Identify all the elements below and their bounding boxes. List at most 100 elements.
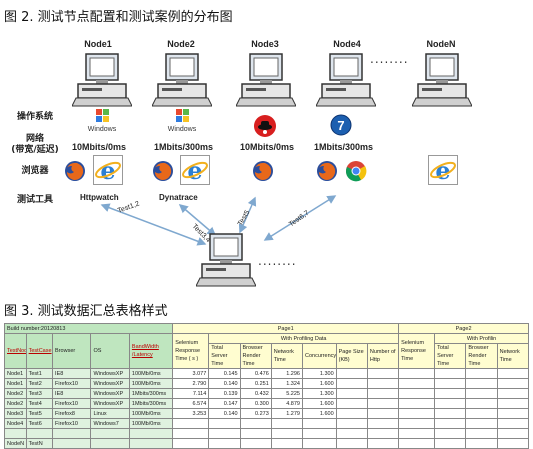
- table-cell: WindowsXP: [90, 378, 130, 389]
- empty-cell: [434, 428, 467, 439]
- empty-cell: [434, 408, 467, 419]
- empty-cell: [398, 408, 436, 419]
- table-cell: 3.077: [172, 368, 210, 379]
- table-cell: 100Mb/0ms: [128, 408, 174, 419]
- firefox-icon-node3: [253, 161, 273, 181]
- empty-cell: [398, 428, 436, 439]
- tool-node1: Httpwatch: [80, 193, 119, 202]
- empty-cell: [496, 428, 530, 439]
- table-cell: Node4: [4, 418, 27, 429]
- header-concurrency: Concurrency: [301, 343, 337, 369]
- empty-cell: [465, 368, 498, 379]
- table-cell: 100Mb/0ms: [128, 418, 174, 429]
- header-total-server-time: Total Server Time: [208, 343, 241, 369]
- table-cell: 100Mb/0ms: [128, 378, 174, 389]
- table-cell: 1.600: [301, 398, 337, 409]
- empty-cell: [366, 378, 400, 389]
- table-cell: [301, 438, 337, 449]
- table-cell: [90, 438, 130, 449]
- table-cell: Test2: [25, 378, 54, 389]
- table-cell: [208, 418, 241, 429]
- empty-cell: [398, 418, 436, 429]
- header-browser: Browser: [52, 333, 92, 369]
- header-with-profiling: With Profiling Data: [208, 333, 400, 344]
- empty-cell: [496, 438, 530, 449]
- table-cell: Firefox10: [52, 418, 92, 429]
- summary-table: Build number:20120813 Page1 Page2 TestNo…: [3, 323, 530, 449]
- table-cell: [172, 438, 210, 449]
- network-node2: 1Mbits/300ms: [154, 142, 214, 152]
- redhat-logo-icon: [254, 115, 276, 137]
- header-total-server-time-2: Total Server Time: [434, 343, 467, 369]
- empty-cell: [366, 438, 400, 449]
- empty-cell: [465, 438, 498, 449]
- header-with-profiling-2: With Profilin: [434, 333, 529, 344]
- network-node1: 10Mbits/0ms: [72, 142, 127, 152]
- empty-cell: [434, 368, 467, 379]
- empty-cell: [465, 398, 498, 409]
- table-cell: [128, 428, 174, 439]
- table-cell: 1Mbits/300ms: [128, 388, 174, 399]
- table-cell: 0.139: [208, 388, 241, 399]
- empty-cell: [496, 378, 530, 389]
- table-cell: Node2: [4, 398, 27, 409]
- row-label-tool: 测试工具: [16, 195, 53, 205]
- table-cell: Firefox8: [52, 408, 92, 419]
- table-cell: Node1: [4, 378, 27, 389]
- ie-icon-node1: e: [93, 155, 123, 185]
- header-selenium-time: Selenium Response Time ( s ): [172, 333, 210, 369]
- empty-cell: [335, 418, 368, 429]
- table-cell: Node3: [4, 408, 27, 419]
- page1-header: Page1: [172, 323, 400, 334]
- empty-cell: [434, 388, 467, 399]
- table-cell: 1.600: [301, 408, 337, 419]
- table-cell: [52, 438, 92, 449]
- table-row: [4, 428, 530, 439]
- table-cell: [239, 428, 272, 439]
- empty-cell: [366, 398, 400, 409]
- table-cell: [90, 428, 130, 439]
- row-label-network: 网络 (带宽/延迟): [11, 134, 59, 155]
- empty-cell: [434, 398, 467, 409]
- page2-header: Page2: [398, 323, 529, 334]
- table-cell: 0.145: [208, 368, 241, 379]
- table-cell: 0.476: [239, 368, 272, 379]
- ellipsis-dots-bottom: ........: [258, 254, 297, 268]
- table-cell: [52, 428, 92, 439]
- arrow-lines: [100, 195, 337, 246]
- header-testnode: TestNode: [4, 333, 27, 369]
- table-cell: 3.253: [172, 408, 210, 419]
- table-cell: IE8: [52, 388, 92, 399]
- table-cell: Node1: [4, 368, 27, 379]
- empty-cell: [398, 438, 436, 449]
- header-http-count: Number of Http: [366, 343, 400, 369]
- header-render-time: Browser Render Time: [239, 343, 272, 369]
- computer-icon-controller: [196, 233, 256, 287]
- empty-cell: [335, 428, 368, 439]
- windows-logo-icon-node1: Windows: [88, 109, 117, 133]
- header-network-time-2: Network Time: [496, 343, 530, 369]
- empty-cell: [335, 408, 368, 419]
- header-network-time: Network Time: [270, 343, 303, 369]
- node-label-2: Node2: [167, 39, 195, 49]
- table-cell: 1.300: [301, 388, 337, 399]
- svg-text:7: 7: [337, 118, 344, 133]
- empty-cell: [496, 418, 530, 429]
- table-cell: [25, 428, 54, 439]
- build-number-cell: Build number:20120813: [3, 323, 174, 334]
- table-cell: Test4: [25, 398, 54, 409]
- table-cell: Windows7: [90, 418, 130, 429]
- computer-icon-node3: [236, 53, 296, 107]
- table-cell: [172, 418, 210, 429]
- empty-cell: [366, 408, 400, 419]
- windows7-logo-icon: 7: [330, 114, 352, 136]
- computer-icon-node1: [72, 53, 132, 107]
- header-bandwidth: BandWidth /Latency: [128, 333, 174, 369]
- header-os: OS: [90, 333, 130, 369]
- table-cell: 5.225: [270, 388, 303, 399]
- empty-cell: [398, 398, 436, 409]
- table-cell: Node2: [4, 388, 27, 399]
